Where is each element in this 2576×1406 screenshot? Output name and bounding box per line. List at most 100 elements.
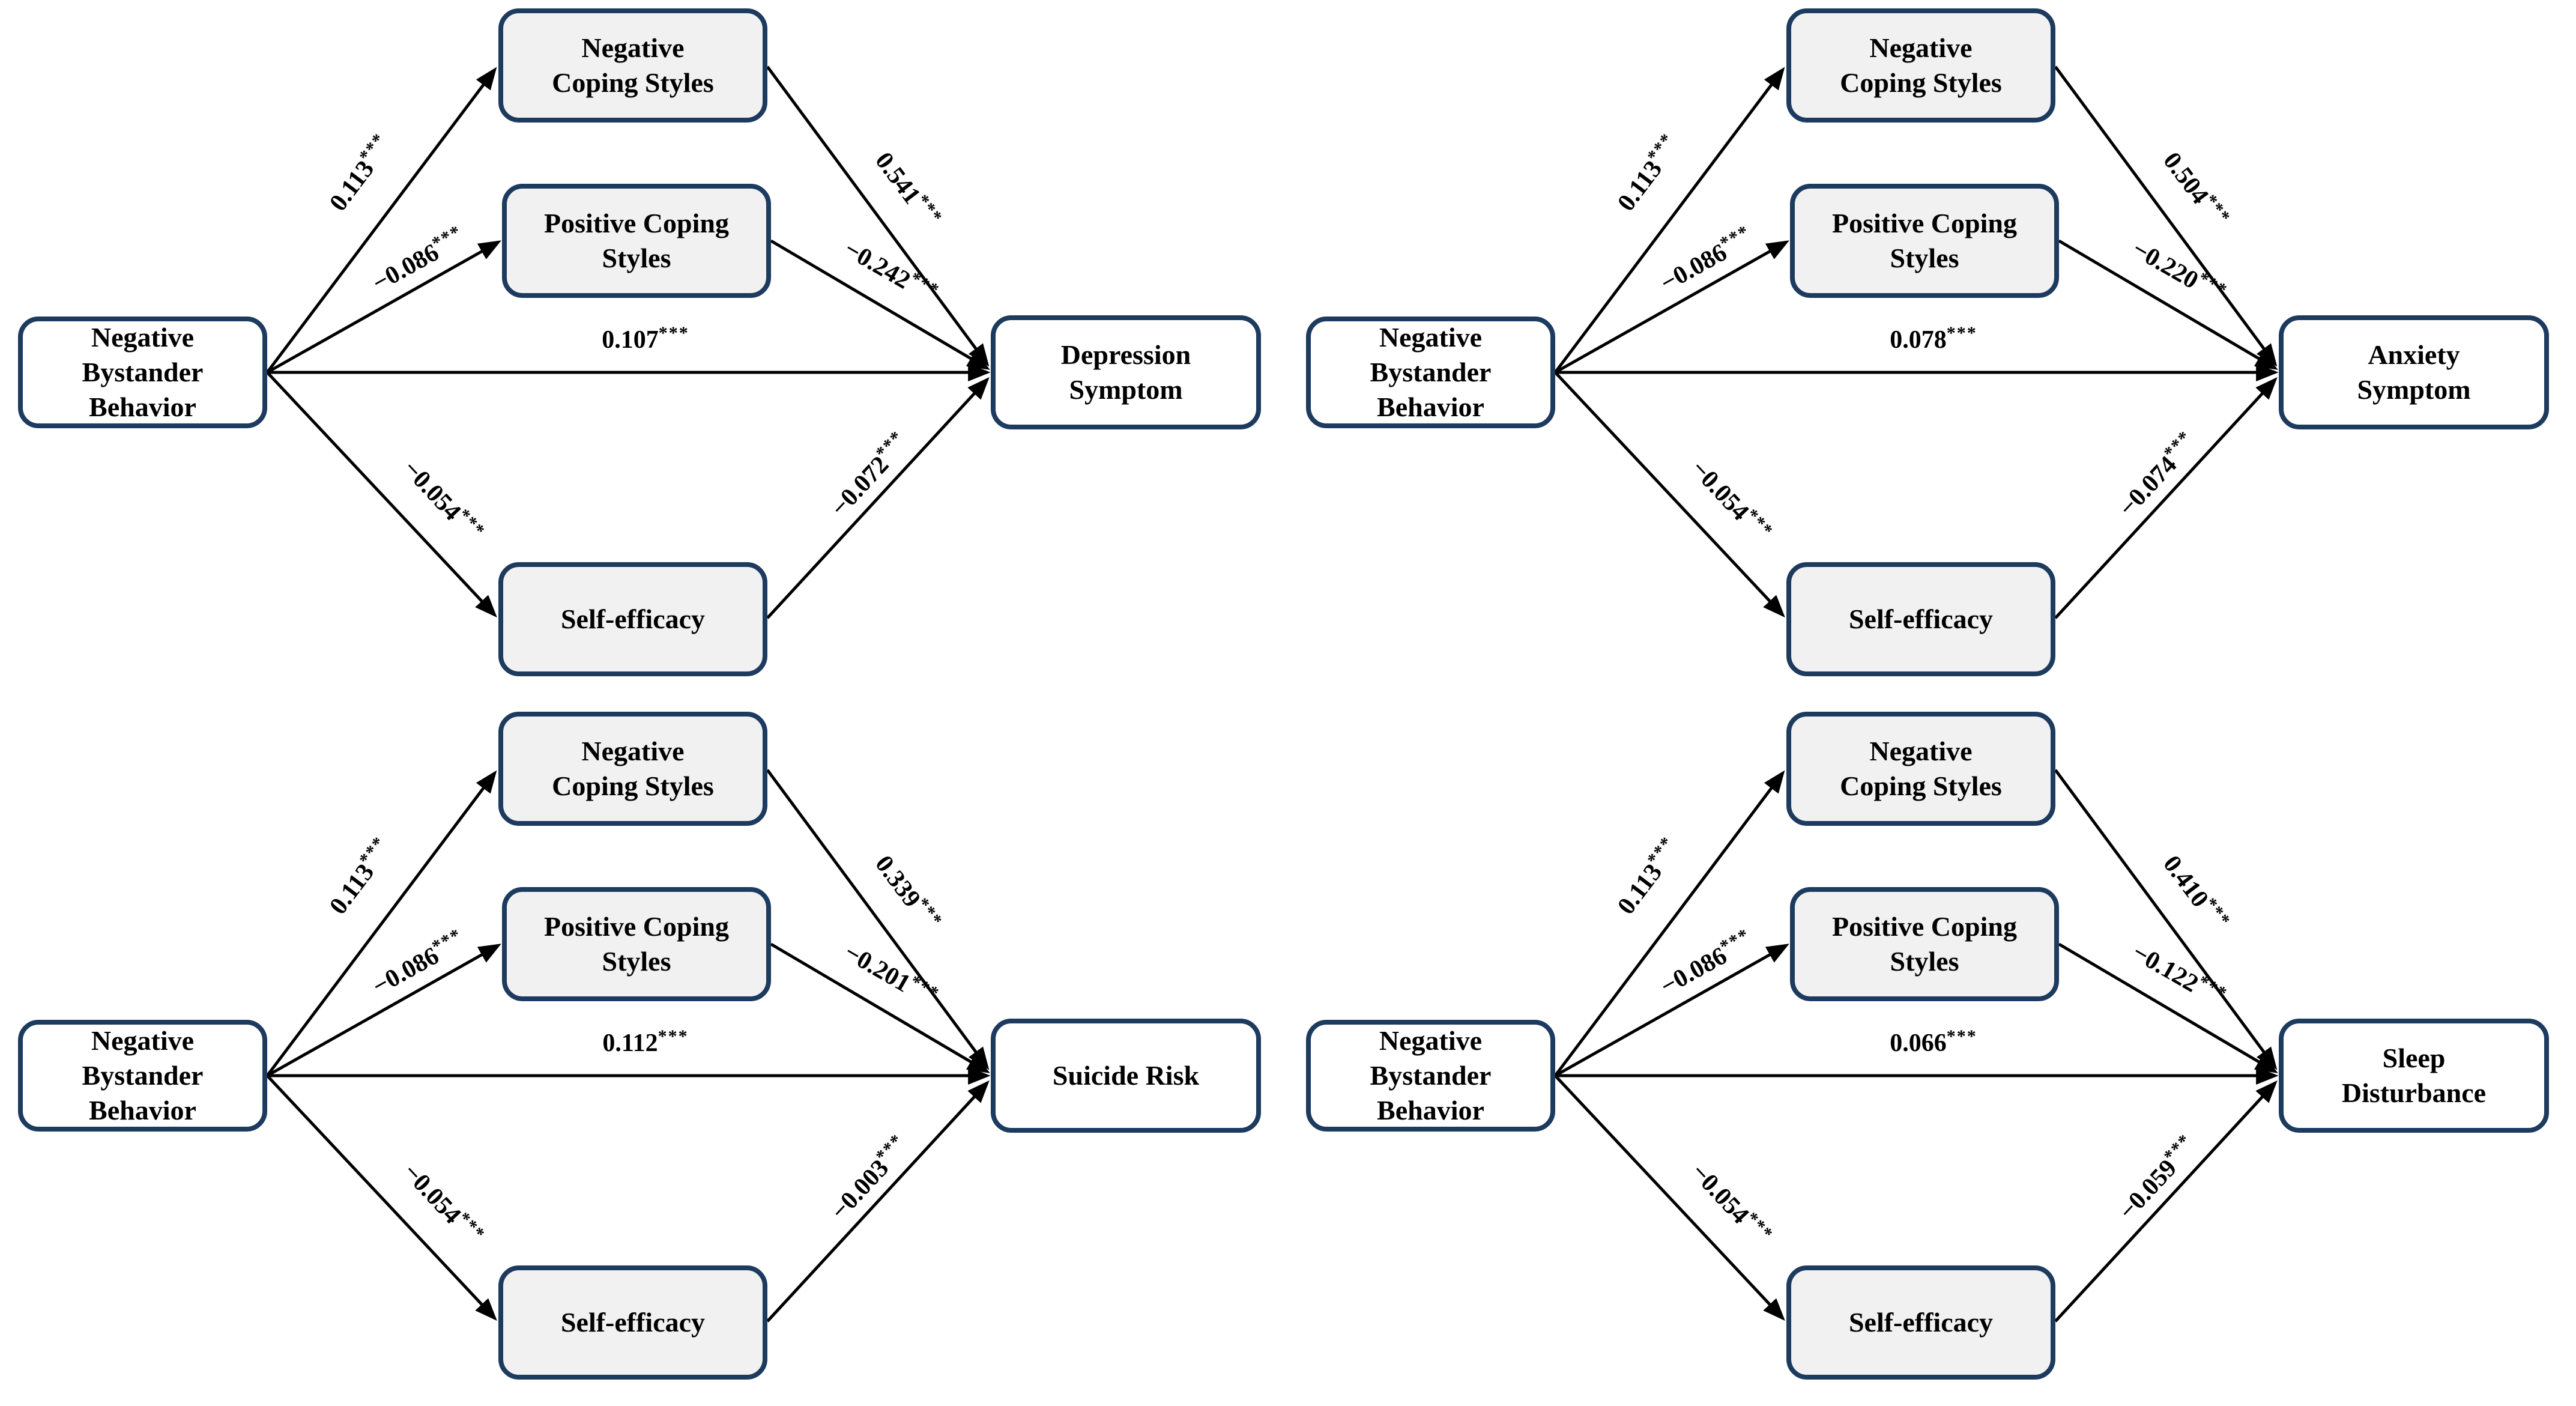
node-label-line: Disturbance [2341,1077,2487,1108]
edge-predictor-to-positive-coping [1554,240,1789,374]
edge-negative-coping-to-outcome [766,769,990,1070]
node-positive-coping-styles: Positive Coping Styles [502,887,771,1001]
paths-layer [1554,65,2279,619]
significance-stars: *** [1946,323,1977,343]
node-label-line: Self-efficacy [560,1307,706,1338]
node-negative-coping-styles: Negative Coping Styles [1786,8,2055,123]
node-positive-coping-styles: Positive Coping Styles [1790,184,2059,298]
node-label-line: Negative [1869,32,1973,63]
edge-negative-coping-to-outcome [2054,769,2278,1070]
node-label-line: Coping Styles [552,67,714,98]
node-label-line: Suicide Risk [1052,1060,1200,1091]
node-label-line: Bystander [1370,357,1492,387]
node-label-line: Self-efficacy [1848,1307,1994,1338]
edge-positive-coping-to-outcome [770,942,990,1073]
node-label-line: Bystander [82,357,204,387]
edge-predictor-to-self-efficacy [266,1074,497,1321]
node-negative-coping-styles: Negative Coping Styles [498,712,767,826]
coef-direct-effect: 0.107*** [602,323,689,354]
edge-self-efficacy-to-outcome [2054,1080,2278,1323]
edge-self-efficacy-to-outcome [766,377,990,619]
node-self-efficacy: Self-efficacy [498,1265,767,1380]
node-outcome-anxiety-symptom: Anxiety Symptom [2279,315,2549,429]
node-label-line: Depression [1060,339,1191,370]
edge-predictor-to-negative-coping [1554,67,1785,374]
node-label-line: Bystander [1370,1060,1492,1091]
significance-stars: *** [1946,1026,1977,1046]
node-negative-coping-styles: Negative Coping Styles [1786,712,2055,826]
edge-predictor-to-negative-coping [266,67,497,374]
node-negative-bystander-behavior: Negative Bystander Behavior [1306,1020,1555,1132]
node-label-line: Positive Coping [544,911,729,942]
panel-suicide-risk: Negative Bystander Behavior Negative Cop… [0,703,1288,1406]
node-label-line: Negative [1379,1025,1483,1056]
panel-depression: Negative Bystander Behavior Negative Cop… [0,0,1288,703]
edge-positive-coping-to-outcome [770,239,990,370]
node-outcome-depression-symptom: Depression Symptom [991,315,1261,429]
edge-self-efficacy-to-outcome [766,1080,990,1323]
node-label-line: Self-efficacy [1848,604,1994,634]
coef-direct-effect: 0.112*** [602,1026,688,1058]
edge-predictor-to-positive-coping [1554,944,1789,1077]
node-label-line: Styles [602,243,671,273]
node-label-line: Coping Styles [1840,67,2002,98]
edge-predictor-to-self-efficacy [266,371,497,618]
node-label-line: Positive Coping [1832,911,2017,942]
node-negative-bystander-behavior: Negative Bystander Behavior [18,317,267,428]
coef-direct-effect: 0.066*** [1890,1026,1977,1058]
significance-stars: *** [658,323,689,343]
panel-sleep-disturbance: Negative Bystander Behavior Negative Cop… [1288,703,2576,1406]
edge-predictor-to-self-efficacy [1554,371,1785,618]
coef-value: 0.066 [1890,1029,1947,1057]
paths-layer [1554,769,2279,1323]
edge-positive-coping-to-outcome [2058,942,2278,1073]
edge-positive-coping-to-outcome [2058,239,2278,370]
node-label-line: Styles [1890,243,1959,273]
node-label-line: Negative [1379,322,1483,353]
edge-self-efficacy-to-outcome [2054,377,2278,619]
node-label-line: Coping Styles [1840,771,2002,801]
node-label-line: Self-efficacy [560,604,706,634]
node-label-line: Behavior [89,1095,196,1126]
edge-predictor-to-self-efficacy [1554,1074,1785,1321]
significance-stars: *** [658,1026,689,1046]
node-label-line: Behavior [89,392,196,422]
node-label-line: Positive Coping [1832,208,2017,238]
node-label-line: Anxiety [2368,339,2460,370]
edge-negative-coping-to-outcome [766,65,990,367]
edge-predictor-to-positive-coping [266,944,501,1077]
node-label-line: Negative [581,736,685,766]
node-negative-bystander-behavior: Negative Bystander Behavior [18,1020,267,1132]
node-outcome-sleep-disturbance: Sleep Disturbance [2279,1019,2549,1133]
node-label-line: Negative [1869,736,1973,766]
node-negative-coping-styles: Negative Coping Styles [498,8,767,123]
node-label-line: Positive Coping [544,208,729,238]
edge-predictor-to-negative-coping [1554,770,1785,1077]
node-self-efficacy: Self-efficacy [1786,1265,2055,1380]
node-label-line: Sleep [2382,1043,2446,1073]
node-label-line: Negative [581,32,685,63]
node-self-efficacy: Self-efficacy [1786,562,2055,676]
node-label-line: Styles [1890,946,1959,977]
node-self-efficacy: Self-efficacy [498,562,767,676]
node-label-line: Negative [91,1025,195,1056]
node-positive-coping-styles: Positive Coping Styles [502,184,771,298]
coef-direct-effect: 0.078*** [1890,323,1977,354]
paths-layer [266,769,991,1323]
node-label-line: Behavior [1377,392,1484,422]
edge-predictor-to-positive-coping [266,240,501,374]
node-label-line: Behavior [1377,1095,1484,1126]
coef-value: 0.107 [602,326,659,354]
edge-predictor-to-negative-coping [266,770,497,1077]
coef-value: 0.112 [602,1029,658,1057]
paths-layer [266,65,991,619]
node-outcome-suicide-risk: Suicide Risk [991,1019,1261,1133]
edge-negative-coping-to-outcome [2054,65,2278,367]
node-label-line: Symptom [2357,374,2471,405]
node-negative-bystander-behavior: Negative Bystander Behavior [1306,317,1555,428]
panel-anxiety: Negative Bystander Behavior Negative Cop… [1288,0,2576,703]
node-label-line: Coping Styles [552,771,714,801]
node-label-line: Styles [602,946,671,977]
node-label-line: Symptom [1069,374,1183,405]
